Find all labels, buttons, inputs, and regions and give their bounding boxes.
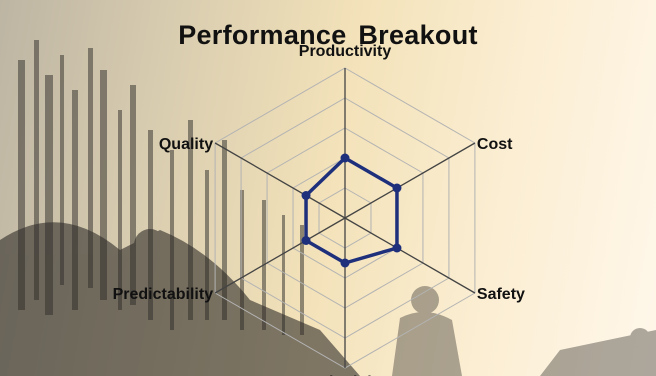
data-point-quality bbox=[301, 191, 311, 200]
chart-title: Performance Breakout bbox=[178, 20, 478, 50]
axis-line-safety bbox=[344, 217, 476, 294]
data-point-safety bbox=[392, 243, 402, 253]
axis-line-predictability bbox=[214, 217, 346, 294]
series-polygon bbox=[304, 156, 399, 265]
axis-label-quality: Quality bbox=[159, 136, 213, 153]
data-point-schedule bbox=[340, 258, 350, 268]
axis-line-cost bbox=[344, 142, 476, 219]
radar-series bbox=[301, 153, 402, 268]
axis-line-quality bbox=[214, 142, 346, 219]
data-point-productivity bbox=[340, 153, 350, 163]
axis-label-safety: Safety bbox=[477, 286, 525, 303]
axis-label-predictability: Predictability bbox=[113, 286, 214, 303]
axis-label-schedule: Schedule bbox=[309, 374, 380, 376]
data-point-predictability bbox=[301, 236, 311, 245]
radar-axes bbox=[214, 68, 476, 368]
radar-axis-labels: ProductivityCostSafetySchedule Predictabi… bbox=[113, 43, 525, 376]
data-point-cost bbox=[392, 183, 402, 193]
axis-label-productivity: Productivity bbox=[299, 43, 392, 60]
axis-label-cost: Cost bbox=[477, 136, 513, 153]
